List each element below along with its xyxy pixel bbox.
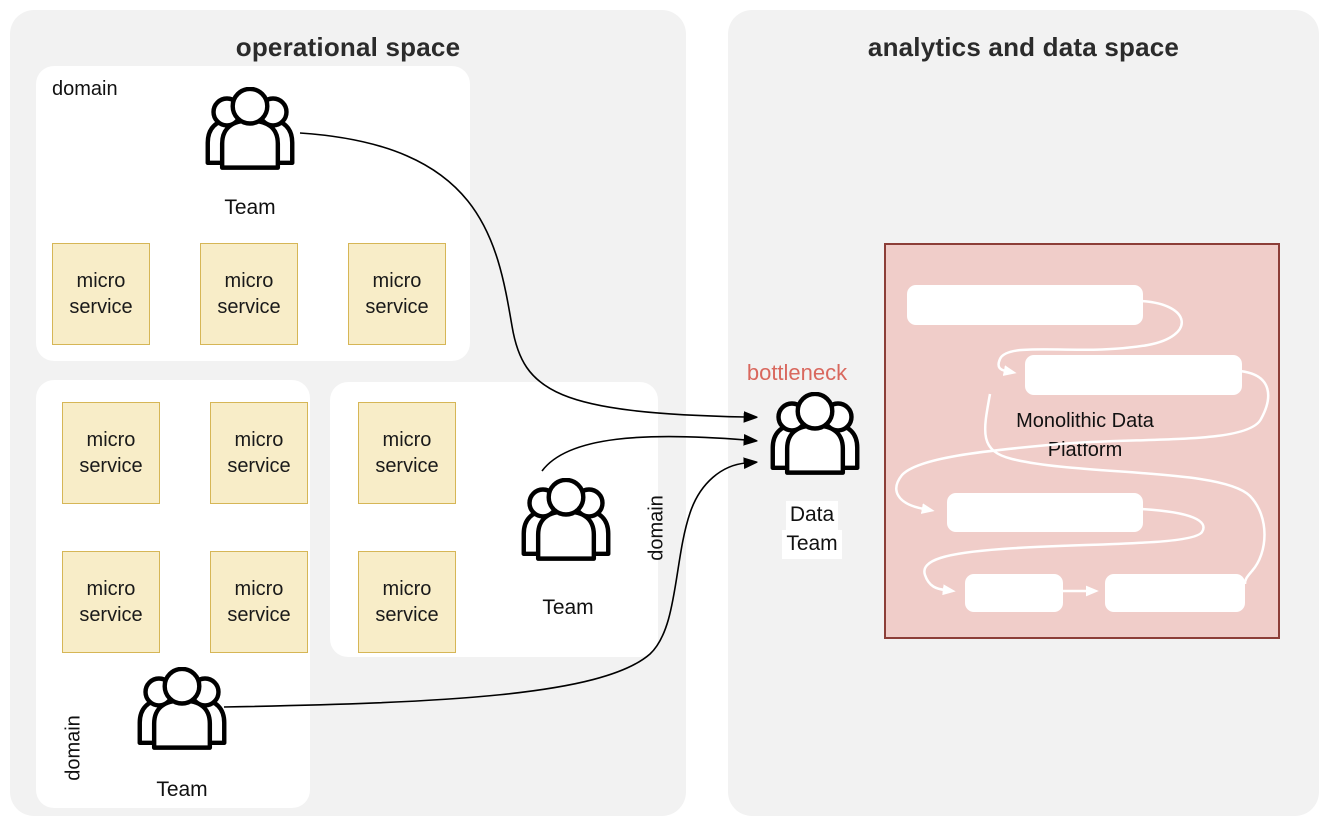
team-icon xyxy=(134,667,230,763)
team-label: Team xyxy=(542,596,594,619)
microservice-box: micro service xyxy=(52,243,150,345)
platform-component xyxy=(1025,355,1242,395)
bottleneck-label: bottleneck xyxy=(746,360,848,385)
domain-box-bottom-right: micro service micro service Team domain xyxy=(330,382,668,657)
monolithic-data-platform-box: Monolithic Data Platform xyxy=(884,243,1280,639)
team-label: Team xyxy=(156,778,208,801)
team-label: Team xyxy=(224,196,276,219)
microservice-box: micro service xyxy=(358,551,456,653)
data-team-label-line1: Data xyxy=(785,501,839,530)
platform-component xyxy=(965,574,1063,612)
data-team-label-line2: Team xyxy=(782,529,842,559)
domain-label-vertical: domain xyxy=(62,715,85,781)
microservice-box: micro service xyxy=(348,243,446,345)
platform-component xyxy=(947,493,1143,532)
analytics-space-title: analytics and data space xyxy=(867,32,1180,62)
platform-component xyxy=(907,285,1143,325)
domain-box-top: domain Team micro service micro service … xyxy=(36,66,470,361)
team-icon xyxy=(518,478,614,574)
domain-box-bottom-left: micro service micro service micro servic… xyxy=(36,380,310,808)
domain-label: domain xyxy=(52,78,118,100)
operational-space-title: operational space xyxy=(235,32,461,62)
microservice-box: micro service xyxy=(200,243,298,345)
microservice-box: micro service xyxy=(62,402,160,504)
domain-label-vertical: domain xyxy=(645,495,668,561)
microservice-box: micro service xyxy=(210,551,308,653)
microservice-box: micro service xyxy=(62,551,160,653)
data-team-icon xyxy=(767,392,863,488)
data-team-label: Data Team xyxy=(752,501,872,559)
microservice-box: micro service xyxy=(358,402,456,504)
microservice-box: micro service xyxy=(210,402,308,504)
platform-label: Monolithic Data Platform xyxy=(1016,410,1154,461)
platform-component xyxy=(1105,574,1245,612)
operational-space-container: operational space domain Team micro serv… xyxy=(10,10,686,816)
team-icon xyxy=(202,87,298,183)
